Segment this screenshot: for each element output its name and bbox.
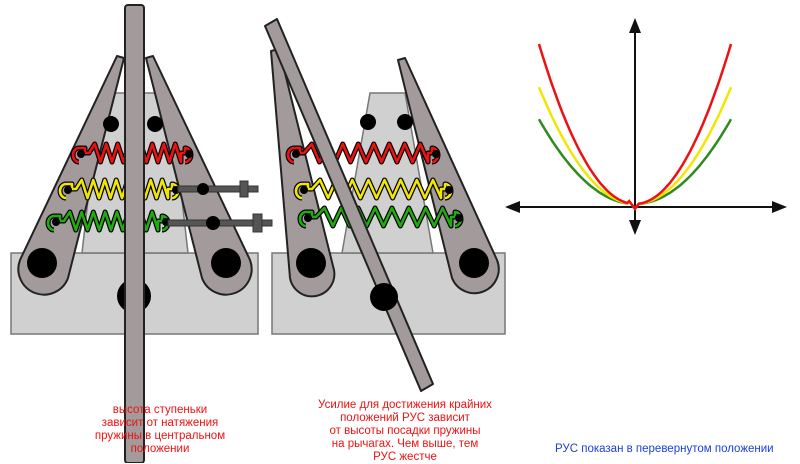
caption-force-note: Усилие для достижения крайних положений … bbox=[318, 399, 492, 463]
adjuster-rod-yellow bbox=[177, 180, 259, 198]
right-lever bbox=[397, 57, 500, 295]
right-lever-pivot bbox=[459, 248, 489, 278]
control-stick bbox=[124, 4, 145, 463]
stop-pin-left bbox=[360, 114, 376, 130]
left-lever-pivot bbox=[27, 248, 57, 278]
stop-pin-left bbox=[103, 116, 119, 132]
y-axis-arrow-up bbox=[629, 18, 641, 33]
left-lever bbox=[17, 55, 125, 296]
spring-green bbox=[45, 209, 171, 233]
left-lever-pivot bbox=[296, 248, 326, 278]
stop-pin-right bbox=[397, 114, 413, 130]
caption-inverted-note: РУС показан в перевернутом положении bbox=[555, 443, 774, 455]
series-line-red bbox=[537, 43, 733, 211]
right-lever bbox=[145, 55, 253, 296]
left-lever bbox=[270, 48, 336, 298]
force-curve-chart bbox=[505, 18, 787, 235]
spring-green bbox=[297, 205, 464, 229]
right-lever-pivot bbox=[211, 248, 241, 278]
adjuster-rod-green bbox=[167, 213, 273, 233]
caption-step-height: высота ступеньки зависит от натяжения пр… bbox=[94, 404, 226, 455]
x-axis-arrow-right bbox=[772, 201, 787, 213]
mechanism-center-position bbox=[10, 4, 273, 463]
spring-red bbox=[285, 141, 441, 165]
stop-pin-right bbox=[147, 116, 163, 132]
mechanism-deflected-position bbox=[264, 18, 506, 392]
stick-pivot bbox=[370, 283, 398, 311]
spring-yellow bbox=[293, 177, 454, 201]
y-axis-arrow-down bbox=[629, 220, 641, 235]
x-axis-arrow-left bbox=[505, 201, 520, 213]
